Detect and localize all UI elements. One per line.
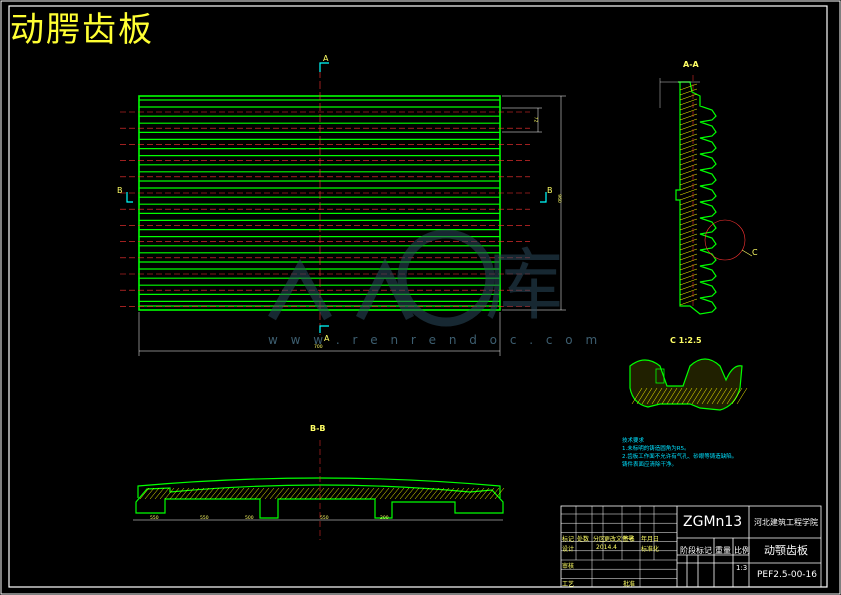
title-block-label: 标记	[562, 536, 575, 543]
section-aa-view	[659, 75, 753, 315]
section-arrow-b-left	[126, 192, 133, 203]
title-block-label: 设计	[562, 546, 575, 553]
title-block-label: 审核	[562, 563, 575, 570]
title-block-label: 年月日	[641, 536, 660, 543]
weight-label: 重量	[715, 546, 731, 555]
title-block-label: 更改文件号	[604, 536, 635, 543]
dim-pitch: 72	[532, 116, 538, 123]
detail-c-label: C 1:2.5	[670, 336, 702, 345]
title-block-label: 分区	[593, 536, 606, 543]
aa-hatch	[679, 83, 698, 306]
title-block-label: 工艺	[562, 581, 575, 588]
note-2: 2.齿板工作面不允许有气孔、砂眼等铸造缺陷。	[622, 454, 738, 460]
drawing-frame	[8, 5, 828, 588]
title-block-label: 批准	[623, 581, 636, 588]
aa-profile	[675, 81, 717, 315]
section-aa-label: A-A	[683, 60, 699, 69]
watermark-logo: 库	[268, 229, 563, 331]
marker-c: C	[752, 248, 758, 257]
drawing-number: PEF2.5-00-16	[757, 570, 818, 580]
marker-b-left: B	[117, 186, 123, 195]
drawing-title: 动腭齿板	[10, 10, 154, 50]
scale-value: 1:3	[736, 564, 748, 572]
section-bb-view	[133, 440, 505, 540]
marker-b-right: B	[547, 186, 553, 195]
section-arrow-a-bottom	[319, 325, 329, 333]
section-arrow-b-right	[540, 192, 547, 203]
detail-c-profile	[629, 358, 743, 411]
title-block-label: 处数	[577, 536, 590, 543]
detail-c-view	[629, 358, 748, 411]
svg-text:库: 库	[485, 241, 563, 331]
tooth-lines	[139, 99, 500, 307]
date-value: 2014.4	[596, 544, 617, 551]
bb-profile	[135, 484, 504, 519]
dim-width: 700	[314, 345, 323, 350]
material-text: ZGMn13	[683, 514, 743, 530]
bb-dim-label: 500	[245, 516, 254, 521]
bb-dim-label: 550	[150, 516, 159, 521]
tooth-centerlines	[120, 111, 530, 307]
stage-label: 阶段标记	[680, 546, 712, 555]
watermark-url: w w w . r e n r e n d o c . c o m	[268, 333, 602, 347]
marker-a-bottom: A	[324, 334, 330, 343]
note-1: 1.未标明的铸造圆角为R5。	[622, 446, 690, 452]
bb-top-arc	[137, 477, 501, 498]
part-name: 动颚齿板	[764, 544, 808, 557]
bb-dim-label: 200	[380, 516, 389, 521]
dim-height: 960	[555, 194, 561, 203]
title-block	[560, 505, 822, 588]
bb-dim-label: 550	[200, 516, 209, 521]
title-block-label: 标准化	[641, 546, 660, 553]
section-arrow-a-top	[319, 62, 329, 72]
note-3: 铸件表面应清除干净。	[622, 462, 678, 468]
scale-label: 比例	[734, 546, 750, 555]
notes-heading: 技术要求	[622, 438, 645, 444]
title-block-label: 签名	[623, 536, 636, 543]
front-view	[120, 62, 566, 356]
section-bb-label: B-B	[310, 424, 326, 433]
detail-c-circle	[704, 219, 746, 261]
school-name: 河北建筑工程学院	[754, 518, 818, 527]
marker-a-top: A	[323, 54, 329, 63]
bb-dim-label: 550	[320, 516, 329, 521]
